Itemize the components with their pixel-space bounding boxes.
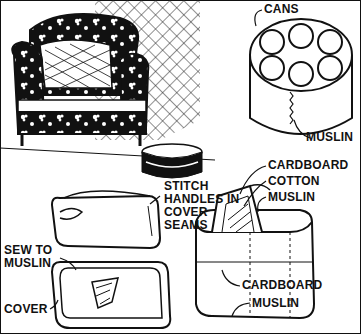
part-label: MUSLIN	[268, 191, 328, 204]
part-label: CARDBOARD	[268, 159, 348, 172]
part-label: MUSLIN	[306, 131, 360, 144]
part-label: MUSLIN	[252, 297, 312, 310]
part-label: SEW TO MUSLIN	[4, 244, 62, 270]
part-label: CARDBOARD	[242, 279, 322, 292]
part-label: CANS	[264, 3, 324, 16]
part-label: COVER	[4, 303, 54, 316]
part-label: STITCH HANDLES IN COVER SEAMS	[164, 180, 242, 232]
part-label: COTTON	[268, 175, 328, 188]
